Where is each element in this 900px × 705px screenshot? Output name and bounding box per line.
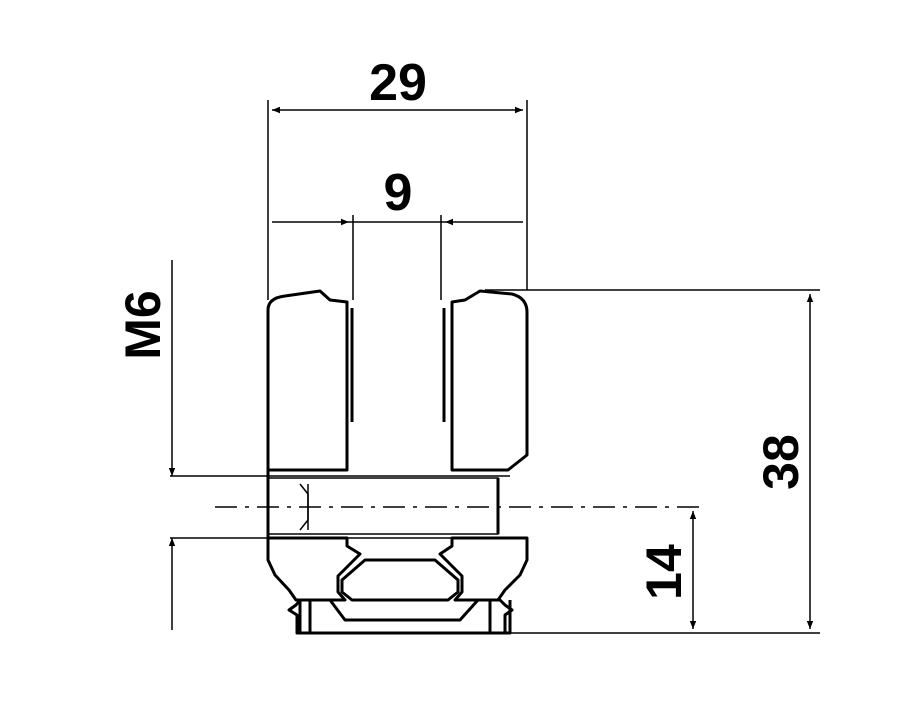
dimension-label-38: 38 [753, 434, 809, 490]
dimension-overall-height: 38 [485, 289, 820, 634]
dimension-slot-width: 9 [272, 164, 523, 300]
dimension-label-29: 29 [369, 54, 427, 112]
t-nut-section [340, 558, 460, 602]
dimension-label-9: 9 [384, 164, 413, 222]
left-lower-section [266, 536, 362, 635]
dimension-thread: M6 [115, 260, 176, 630]
profile-section [266, 289, 529, 635]
right-lower-section [438, 536, 529, 635]
right-wall-section [450, 289, 529, 472]
dimension-label-14: 14 [636, 544, 692, 600]
dimension-label-m6: M6 [115, 290, 171, 359]
bottom-flange [298, 598, 512, 635]
dimension-overall-width: 29 [267, 54, 528, 300]
dimension-bolt-height: 14 [636, 511, 697, 629]
bolt [170, 470, 700, 539]
left-wall-section [266, 289, 349, 472]
